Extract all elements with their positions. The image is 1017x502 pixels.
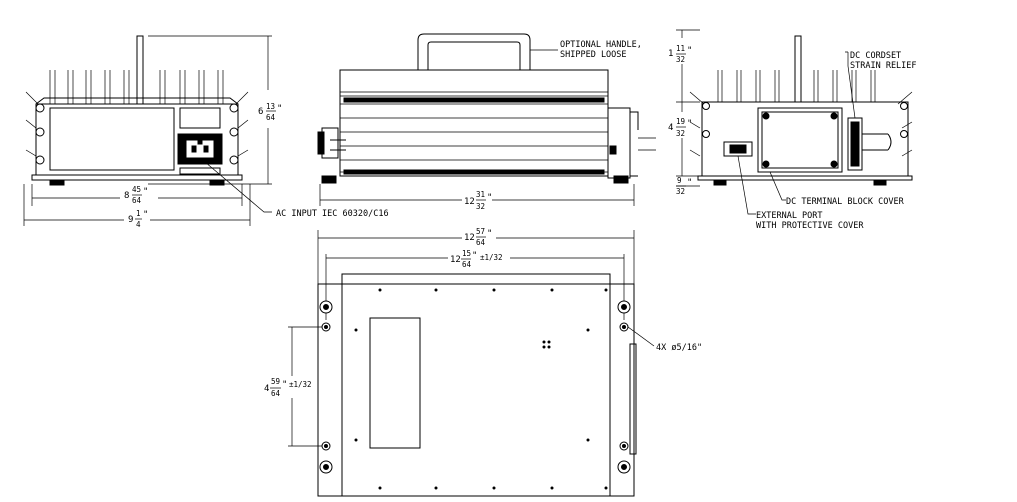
label-cordset-line2: STRAIN RELIEF <box>850 61 917 71</box>
front-handle-bar <box>136 35 144 105</box>
svg-text:": " <box>487 193 492 203</box>
mount-holes <box>319 300 631 474</box>
dim-right-top-whole: 1 <box>668 49 673 59</box>
dim-bottom-vertical-den: 64 <box>271 389 281 398</box>
dim-right-body-den: 32 <box>676 129 685 138</box>
dim-bottom-vertical-tol: ±1/32 <box>289 380 312 389</box>
svg-text:": " <box>687 119 692 129</box>
bottom-view: 12 57 64 " 12 15 64 " ±1/32 <box>264 227 702 497</box>
front-base <box>31 174 243 181</box>
dim-right-foot-num: 9 <box>677 176 682 185</box>
label-ext-port-line2: WITH PROTECTIVE COVER <box>756 221 864 231</box>
dim-front-inner-width-den: 64 <box>132 196 142 205</box>
dim-side-length-num: 31 <box>476 190 485 199</box>
dim-side-length-den: 32 <box>476 202 485 211</box>
dim-bottom-vertical-num: 59 <box>271 377 280 386</box>
dim-bottom-outer-num: 57 <box>476 227 485 236</box>
svg-text:": " <box>277 104 282 114</box>
label-dc-terminal: DC TERMINAL BLOCK COVER <box>786 197 905 207</box>
dim-front-height-den: 64 <box>266 113 276 122</box>
label-ac-input: AC INPUT IEC 60320/C16 <box>276 209 389 219</box>
dim-front-height-whole: 6 <box>258 107 263 117</box>
label-handle-line2: SHIPPED LOOSE <box>560 50 627 60</box>
svg-text:": " <box>687 46 692 56</box>
front-panel <box>49 107 175 171</box>
dim-front-inner-width-whole: 8 <box>124 191 129 201</box>
dim-bottom-outer-den: 64 <box>476 238 486 247</box>
front-fins <box>25 70 249 157</box>
dim-bottom-holes-whole: 12 <box>450 255 461 265</box>
side-handle <box>417 33 531 70</box>
dim-right-foot-den: 32 <box>676 187 685 196</box>
side-view: OPTIONAL HANDLE, SHIPPED LOOSE 12 31 32 … <box>317 33 656 211</box>
dim-right-top-num: 11 <box>676 44 685 53</box>
svg-text:": " <box>282 380 287 390</box>
dim-front-outer-width-whole: 9 <box>128 215 133 225</box>
dim-right-body-whole: 4 <box>668 123 673 133</box>
label-handle-line1: OPTIONAL HANDLE, <box>560 40 642 50</box>
dc-terminal-cover <box>757 107 843 173</box>
dim-right-top-den: 32 <box>676 55 685 64</box>
dim-front-outer-width-den: 4 <box>136 220 141 229</box>
dim-front-height-num: 13 <box>266 102 275 111</box>
svg-text:": " <box>143 210 148 220</box>
svg-text:": " <box>487 229 492 239</box>
end-handle-bar <box>794 35 802 103</box>
end-view: DC CORDSET STRAIN RELIEF DC TERMINAL BLO… <box>668 29 917 231</box>
ac-inlet <box>177 133 223 165</box>
svg-text:": " <box>143 187 148 197</box>
dim-bottom-holes-num: 15 <box>462 249 471 258</box>
end-body <box>701 101 909 177</box>
label-holes: 4X ø5/16" <box>656 343 702 353</box>
label-plate <box>369 317 421 449</box>
label-cordset-line1: DC CORDSET <box>850 51 901 61</box>
label-ext-port-line1: EXTERNAL PORT <box>756 211 823 221</box>
dim-front-inner-width-num: 45 <box>132 185 141 194</box>
external-port <box>723 141 753 157</box>
front-view: 6 13 64 " 8 45 64 " 9 1 4 " AC INPUT IEC… <box>23 35 389 229</box>
dim-side-length-whole: 12 <box>464 197 475 207</box>
svg-text:": " <box>687 178 692 188</box>
dim-bottom-holes-den: 64 <box>462 260 472 269</box>
dim-front-outer-width-num: 1 <box>136 209 141 218</box>
dim-bottom-outer-whole: 12 <box>464 233 475 243</box>
base-plate <box>317 283 635 497</box>
svg-text:": " <box>472 251 477 261</box>
dim-bottom-holes-tol: ±1/32 <box>480 253 503 262</box>
dim-bottom-vertical-whole: 4 <box>264 384 269 394</box>
dim-right-body-num: 19 <box>676 117 685 126</box>
screw-dots <box>354 288 608 490</box>
